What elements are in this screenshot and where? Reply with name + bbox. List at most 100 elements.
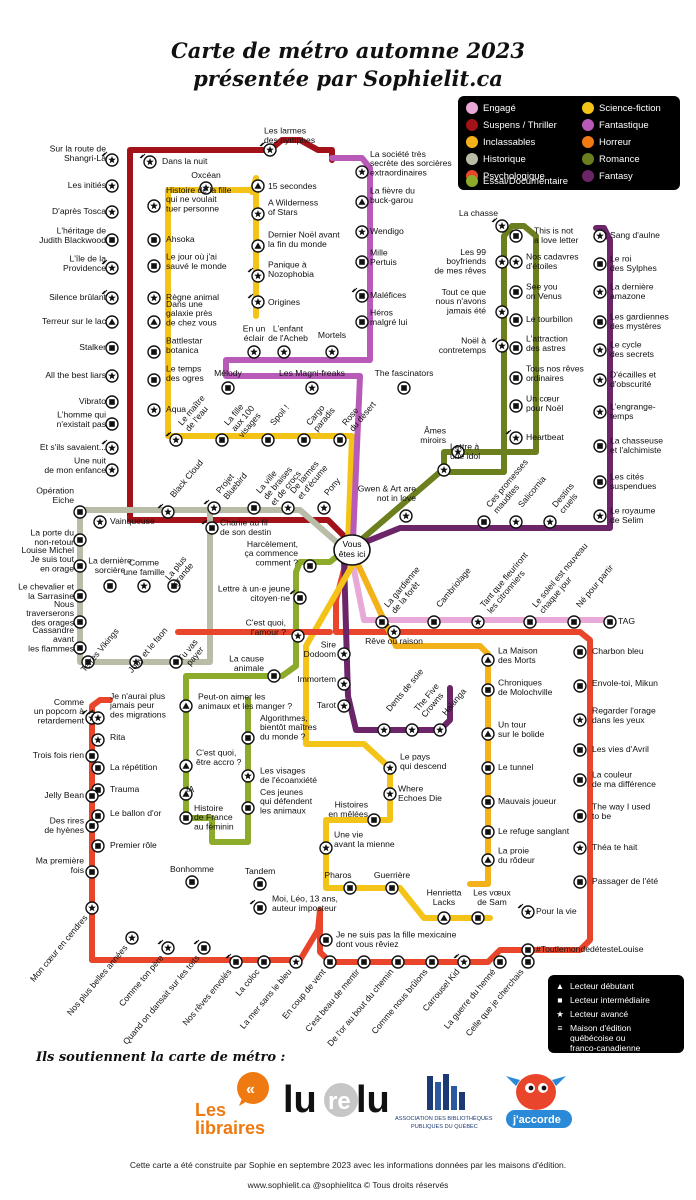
station-label: Cargoparadis: [304, 399, 337, 433]
star-icon: [340, 650, 348, 658]
star-icon: [340, 702, 348, 710]
station-label: Le soleil est nouveauchaque jour: [530, 541, 597, 615]
station: Le tunnel: [481, 761, 533, 775]
triangle-icon: [440, 914, 448, 921]
star-icon: [164, 944, 172, 952]
station: Bonhomme: [170, 864, 214, 889]
legend-item: Inclassables: [466, 136, 535, 148]
square-icon: [107, 583, 113, 589]
station-label: Le ballon d'or: [110, 808, 161, 818]
star-icon: [440, 466, 448, 474]
square-icon: [577, 777, 583, 783]
metro-line-10: [353, 557, 491, 887]
legend-swatch: [466, 136, 478, 148]
station-label: Règne animal: [166, 292, 219, 302]
square-icon: [77, 509, 83, 515]
square-icon: [109, 421, 115, 427]
square-icon: [77, 619, 83, 625]
square-icon: [323, 937, 329, 943]
station-label: Sang d'aulne: [610, 230, 660, 240]
station-label: C'est quoi,l'amour ?: [246, 617, 287, 636]
square-icon: [327, 959, 333, 965]
svg-text:j'accorde: j'accorde: [512, 1114, 561, 1126]
station: Passager de l'été: [573, 875, 658, 889]
station: Wendigo: [355, 225, 404, 239]
station-label: Spoil !: [268, 403, 291, 428]
station: La chasse: [459, 208, 509, 233]
square-icon: [173, 659, 179, 665]
square-icon: [109, 237, 115, 243]
station-label: ProjetBluebird: [214, 465, 249, 502]
stripes-icon: [101, 439, 108, 445]
square-icon: [209, 525, 215, 531]
legend-swatch: [582, 136, 594, 148]
star-icon: ★: [556, 1009, 564, 1019]
square-icon: [525, 947, 531, 953]
star-icon: [140, 582, 148, 590]
station: Pharos: [324, 870, 357, 895]
star-icon: [280, 348, 288, 356]
stripes-icon: [249, 899, 256, 905]
square-icon: [337, 437, 343, 443]
station-label: Heartbeat: [526, 432, 564, 442]
station: Sang d'aulne: [593, 229, 660, 243]
star-icon: [498, 308, 506, 316]
footer-credit: Cette carte a été construite par Sophie …: [129, 1160, 567, 1170]
triangle-icon: [484, 656, 492, 663]
station: IA: [179, 784, 194, 801]
station: Immortem: [297, 674, 351, 691]
legend-swatch: [582, 153, 594, 165]
square-icon: [481, 519, 487, 525]
square-icon: [513, 375, 519, 381]
stripes-icon: [259, 141, 266, 147]
star-icon: [358, 168, 366, 176]
square-icon: [359, 293, 365, 299]
square-icon: [379, 619, 385, 625]
star-icon: [498, 342, 506, 350]
you-are-here-label: Vous: [343, 539, 362, 549]
station-label: Tarot: [317, 700, 337, 710]
station: Théa te hait: [573, 841, 638, 855]
station-label: La chasse: [459, 208, 498, 218]
square-icon: [171, 583, 177, 589]
station: La mer sans le bleu: [238, 955, 303, 1031]
station: Et s'ils savaient...: [40, 439, 119, 455]
square-icon: [577, 649, 583, 655]
station-label: Maléfices: [370, 290, 406, 300]
station-label: Destinscruels: [550, 481, 583, 515]
station-label: Le tunnel: [498, 762, 533, 772]
square-icon: [513, 403, 519, 409]
stripes-icon: [517, 903, 524, 909]
station: Le refuge sanglant: [481, 825, 570, 839]
station: Aqua: [147, 403, 186, 417]
